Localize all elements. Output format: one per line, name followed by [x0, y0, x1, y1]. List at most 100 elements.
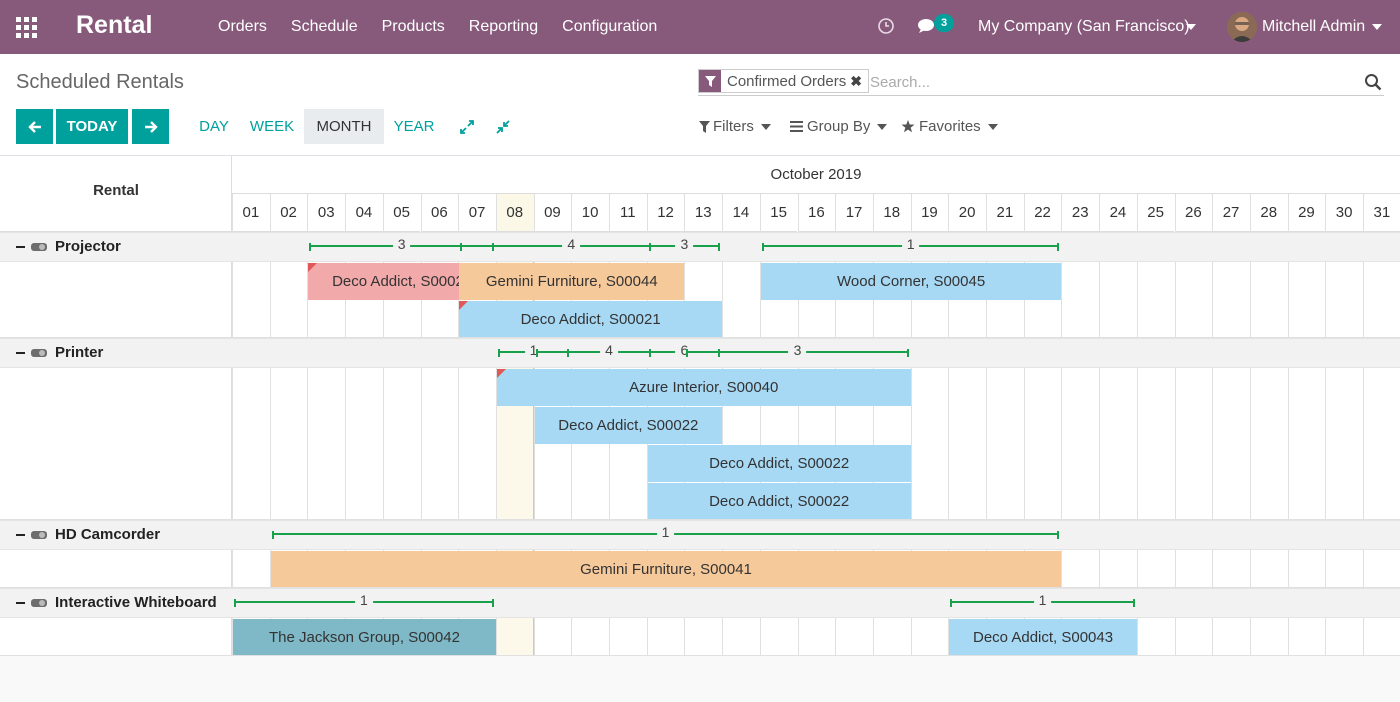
next-period-button[interactable]: [132, 109, 169, 144]
grid-line: [458, 194, 460, 656]
collapse-rows-icon[interactable]: [495, 119, 511, 135]
row-separator: [0, 587, 1400, 588]
grid-line: [986, 194, 987, 656]
user-avatar[interactable]: [1227, 12, 1257, 42]
rental-pill[interactable]: Wood Corner, S00045: [760, 263, 1062, 300]
grid-line: [1099, 194, 1101, 656]
list-icon: [790, 121, 803, 132]
group-total-count: 6: [675, 342, 694, 358]
filters-dropdown[interactable]: Filters: [699, 118, 771, 135]
grid-line: [759, 194, 761, 656]
collapse-icon[interactable]: [16, 245, 25, 248]
control-panel: Scheduled Rentals Confirmed Orders ✖ TOD…: [0, 54, 1400, 156]
groupby-caret-icon: [877, 123, 888, 130]
grid-line: [307, 194, 309, 656]
grid-line: [345, 194, 347, 656]
arrow-right-icon: [144, 120, 158, 133]
group-row-interactive-whiteboard[interactable]: [0, 588, 1400, 618]
group-total-count: 3: [788, 342, 807, 358]
group-title[interactable]: Printer: [16, 344, 103, 361]
day-header-20: 20: [948, 194, 986, 232]
rental-pill[interactable]: Deco Addict, S00022: [647, 483, 911, 520]
grid-line: [1325, 194, 1327, 656]
collapse-icon[interactable]: [16, 351, 25, 354]
collapse-icon[interactable]: [16, 601, 25, 604]
rental-pill[interactable]: Azure Interior, S00040: [496, 369, 911, 406]
favorites-label: Favorites: [919, 118, 981, 135]
group-row-printer[interactable]: [0, 338, 1400, 368]
scale-day-button[interactable]: DAY: [199, 118, 229, 135]
rental-pill[interactable]: Gemini Furniture, S00041: [270, 551, 1062, 588]
search-icon[interactable]: [1364, 73, 1382, 91]
user-menu[interactable]: Mitchell Admin: [1262, 18, 1366, 35]
grid-line: [1136, 194, 1138, 656]
facet-label: Confirmed Orders: [727, 72, 847, 90]
group-row-projector[interactable]: [0, 232, 1400, 262]
menu-schedule[interactable]: Schedule: [290, 18, 358, 35]
facet-remove-icon[interactable]: ✖: [850, 72, 862, 89]
chat-icon[interactable]: [918, 18, 936, 34]
scale-month-button[interactable]: MONTH: [304, 109, 384, 144]
day-header-10: 10: [571, 194, 609, 232]
late-flag-icon: [459, 301, 469, 310]
collapse-icon[interactable]: [16, 533, 25, 536]
app-brand[interactable]: Rental: [76, 11, 153, 39]
menu-products[interactable]: Products: [381, 18, 445, 35]
group-total-count: 1: [524, 342, 543, 358]
row-separator: [0, 519, 1400, 520]
group-total-count: 1: [355, 592, 373, 608]
today-button[interactable]: TODAY: [56, 109, 128, 144]
menu-orders[interactable]: Orders: [218, 18, 267, 35]
day-header-09: 09: [533, 194, 572, 232]
groupby-dropdown[interactable]: Group By: [790, 118, 888, 135]
day-header-19: 19: [910, 194, 949, 232]
apps-grid-icon[interactable]: [16, 17, 38, 39]
grid-line: [910, 194, 912, 656]
group-title[interactable]: Interactive Whiteboard: [16, 594, 217, 611]
grid-line: [1363, 194, 1364, 656]
company-switcher[interactable]: My Company (San Francisco): [978, 18, 1190, 35]
left-panel-border: [231, 156, 232, 656]
day-header-04: 04: [345, 194, 383, 232]
day-header-21: 21: [986, 194, 1024, 232]
favorites-dropdown[interactable]: Favorites: [901, 118, 998, 135]
rental-pill[interactable]: Deco Addict, S00021: [459, 301, 723, 338]
search-input[interactable]: [870, 71, 1350, 93]
menu-reporting[interactable]: Reporting: [468, 18, 539, 35]
rental-pill[interactable]: Deco Addict, S00043: [949, 619, 1137, 656]
group-total-count: 1: [656, 524, 675, 540]
user-caret-icon: [1372, 24, 1382, 30]
rental-pill[interactable]: Deco Addict, S00022: [647, 445, 911, 482]
grid-line: [533, 194, 535, 656]
rental-pill[interactable]: Deco Addict, S00022: [534, 407, 723, 444]
printer-icon: [31, 348, 47, 357]
clock-icon[interactable]: [877, 17, 895, 35]
day-header-22: 22: [1023, 194, 1062, 232]
rental-pill[interactable]: Gemini Furniture, S00044: [459, 263, 685, 300]
menu-configuration[interactable]: Configuration: [562, 18, 658, 35]
rental-pill[interactable]: The Jackson Group, S00042: [233, 619, 496, 656]
day-header-17: 17: [835, 194, 873, 232]
group-name: Interactive Whiteboard: [55, 594, 217, 611]
company-caret-icon: [1186, 24, 1196, 30]
grid-line: [722, 194, 724, 656]
day-header-29: 29: [1287, 194, 1326, 232]
prev-period-button[interactable]: [16, 109, 53, 144]
grid-line: [835, 194, 837, 656]
scale-week-button[interactable]: WEEK: [249, 118, 295, 135]
main-menu: Orders Schedule Products Reporting Confi…: [218, 0, 681, 54]
day-header-12: 12: [646, 194, 685, 232]
group-total-count: 1: [901, 236, 920, 252]
day-header-14: 14: [722, 194, 760, 232]
grid-line: [1249, 194, 1251, 656]
group-total-bracket: 1: [234, 592, 494, 608]
day-header-23: 23: [1061, 194, 1100, 232]
search-facet: Confirmed Orders ✖: [698, 69, 869, 93]
group-title[interactable]: HD Camcorder: [16, 526, 160, 543]
scale-year-button[interactable]: YEAR: [393, 118, 435, 135]
expand-rows-icon[interactable]: [459, 119, 475, 135]
day-header-13: 13: [684, 194, 723, 232]
group-title[interactable]: Projector: [16, 238, 121, 255]
group-row-hd-camcorder[interactable]: [0, 520, 1400, 550]
